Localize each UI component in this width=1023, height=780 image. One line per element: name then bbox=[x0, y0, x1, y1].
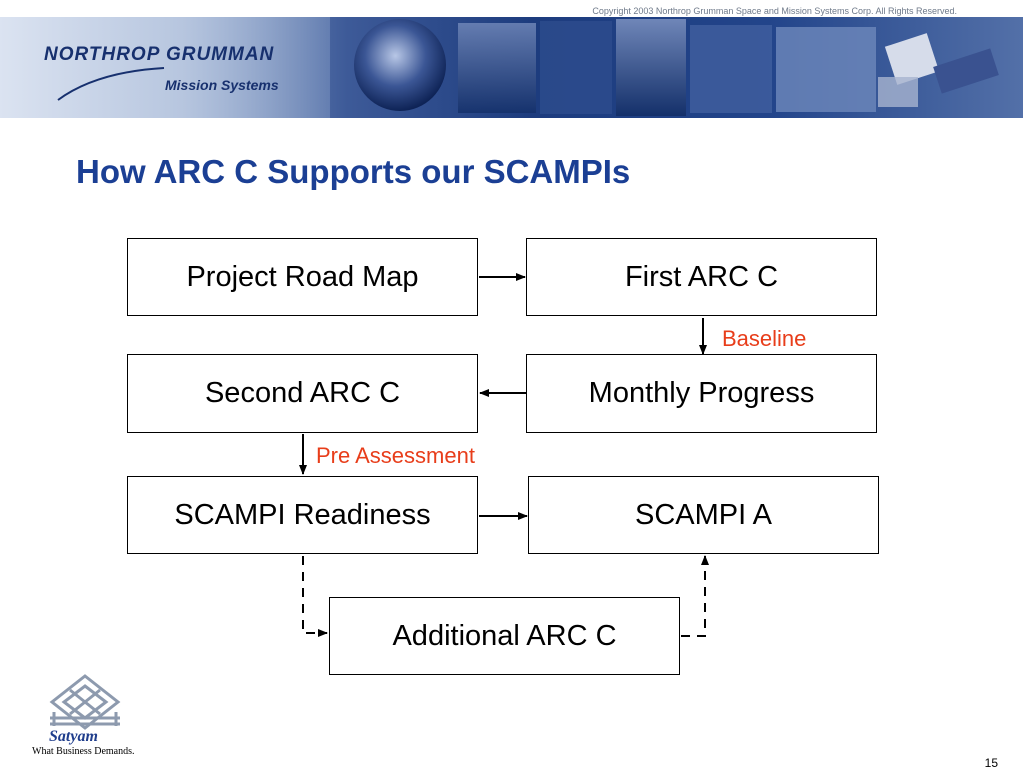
copyright-notice: Copyright 2003 Northrop Grumman Space an… bbox=[592, 6, 957, 16]
node-scampi-a: SCAMPI A bbox=[528, 476, 879, 554]
node-second-arc-c: Second ARC C bbox=[127, 354, 478, 433]
node-project-road-map: Project Road Map bbox=[127, 238, 478, 316]
northrop-grumman-logo: NORTHROP GRUMMAN Mission Systems bbox=[0, 17, 330, 118]
globe-photo bbox=[354, 19, 446, 111]
satyam-logo-icon bbox=[49, 674, 121, 730]
satyam-brand-name: Satyam bbox=[49, 728, 98, 745]
control-room-photo bbox=[458, 23, 536, 113]
node-scampi-readiness: SCAMPI Readiness bbox=[127, 476, 478, 554]
dashed-arrow-readiness-to-additional bbox=[302, 556, 328, 637]
dashed-arrow-additional-to-scampi-a bbox=[681, 555, 709, 637]
banner-photo-collage bbox=[354, 19, 999, 116]
destroyer-photo bbox=[776, 27, 876, 112]
slide-title: How ARC C Supports our SCAMPIs bbox=[76, 153, 631, 190]
jet-photo bbox=[616, 19, 686, 116]
node-additional-arc-c: Additional ARC C bbox=[329, 597, 680, 675]
logo-swoosh-icon bbox=[57, 67, 165, 101]
node-monthly-progress: Monthly Progress bbox=[526, 354, 877, 433]
operator-photo bbox=[540, 21, 612, 114]
page-number: 15 bbox=[984, 756, 998, 770]
satyam-tagline: What Business Demands. bbox=[32, 746, 135, 757]
logo-sub-text: Mission Systems bbox=[165, 77, 279, 93]
ship-photo bbox=[690, 25, 772, 113]
header-banner: NORTHROP GRUMMAN Mission Systems bbox=[0, 17, 1023, 118]
edge-label-baseline: Baseline bbox=[722, 326, 807, 351]
satellite-photo bbox=[878, 33, 999, 107]
node-first-arc-c: First ARC C bbox=[526, 238, 877, 316]
logo-main-text: NORTHROP GRUMMAN bbox=[44, 44, 275, 65]
edge-label-pre-assessment: Pre Assessment bbox=[316, 443, 475, 468]
